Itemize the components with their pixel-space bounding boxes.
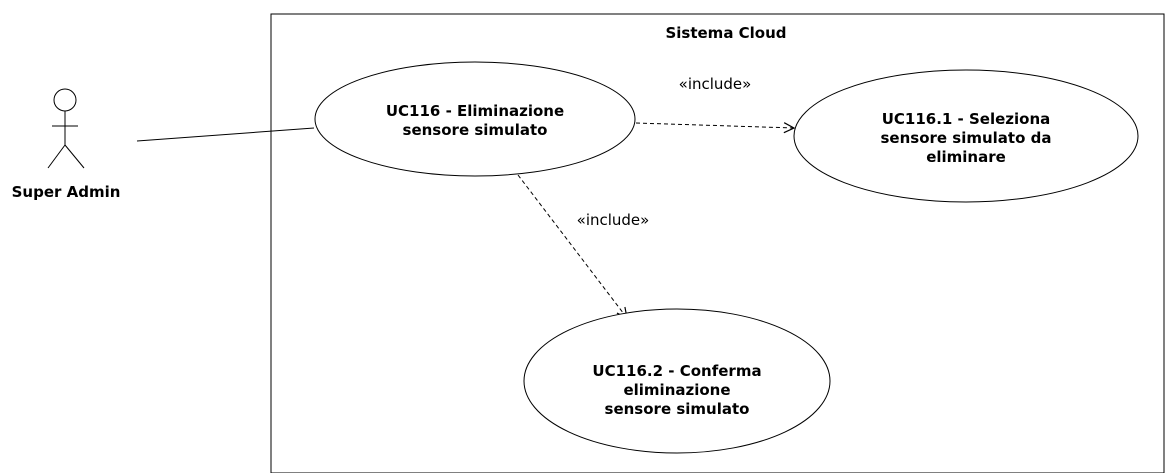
use-case-uc116-1[interactable]: UC116.1 - Seleziona sensore simulato da … — [793, 69, 1139, 203]
actor-super-admin[interactable]: Super Admin — [12, 88, 121, 201]
include-dependency-2 — [517, 174, 627, 318]
association-line — [136, 127, 315, 142]
use-case-label-line: sensore simulato — [605, 400, 750, 418]
include-label-1: «include» — [679, 75, 752, 93]
use-case-uc116-2[interactable]: UC116.2 - Conferma eliminazione sensore … — [523, 308, 831, 454]
use-case-label-line: UC116.1 - Seleziona — [882, 110, 1051, 128]
use-case-ellipse — [523, 308, 831, 454]
use-case-label-line: eliminare — [926, 148, 1006, 166]
system-title: Sistema Cloud — [665, 24, 786, 42]
system-boundary — [270, 13, 1165, 473]
use-case-ellipse — [314, 61, 636, 177]
use-case-label-line: UC116.2 - Conferma — [592, 362, 761, 380]
use-case-label-line: sensore simulato da — [880, 129, 1051, 147]
use-case-ellipse — [793, 69, 1139, 203]
stick-figure-icon — [47, 88, 85, 169]
include-dependency-1 — [635, 123, 794, 128]
use-case-label-line: eliminazione — [623, 381, 730, 399]
use-case-label-line: UC116 - Eliminazione — [386, 102, 564, 120]
actor-name: Super Admin — [12, 183, 121, 201]
use-case-uc116[interactable]: UC116 - Eliminazione sensore simulato — [314, 61, 636, 177]
include-label-2: «include» — [577, 211, 650, 229]
use-case-label-line: sensore simulato — [403, 121, 548, 139]
